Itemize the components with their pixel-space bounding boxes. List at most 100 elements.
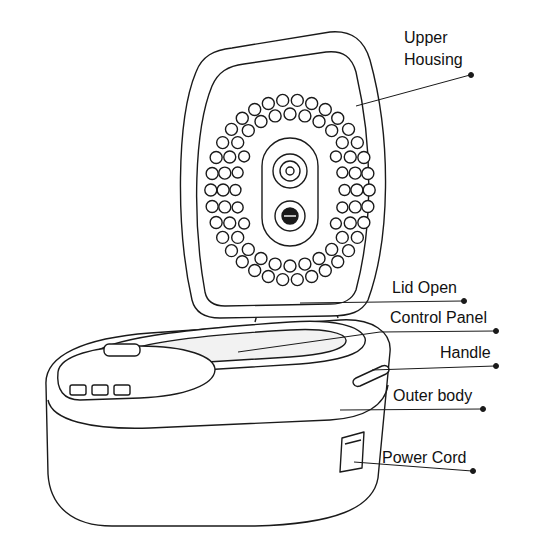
- steam-valve-core: [286, 167, 294, 175]
- steam-hole: [319, 265, 331, 277]
- steam-hole: [277, 274, 289, 286]
- steam-holes: [205, 94, 375, 285]
- steam-hole: [232, 231, 244, 243]
- steam-hole: [239, 218, 250, 229]
- steam-hole: [351, 184, 363, 196]
- part-label: Control Panel: [390, 307, 487, 329]
- steam-hole: [224, 151, 236, 163]
- steam-hole: [230, 185, 241, 196]
- part-label: Lid Open: [392, 277, 457, 299]
- steam-hole: [269, 258, 281, 270]
- steam-hole: [332, 256, 344, 268]
- valve-cap: [275, 201, 305, 231]
- steam-hole: [306, 97, 318, 109]
- steam-hole: [224, 217, 236, 229]
- steam-hole: [343, 245, 355, 257]
- socket-detail: [345, 440, 361, 444]
- handle: [353, 366, 389, 387]
- steam-hole: [351, 231, 363, 243]
- steam-hole: [232, 202, 243, 213]
- upper-housing: [180, 32, 385, 318]
- steam-hole: [232, 137, 244, 149]
- steam-hole: [219, 167, 231, 179]
- leader-dot: [494, 329, 499, 334]
- steam-hole: [205, 184, 217, 196]
- leader-dot: [469, 73, 474, 78]
- steam-hole: [349, 167, 361, 179]
- steam-hole: [313, 252, 325, 264]
- steam-hole: [299, 110, 311, 122]
- panel-button: [70, 385, 86, 395]
- leader-line: [300, 301, 463, 303]
- leader-line: [340, 409, 482, 410]
- steam-hole: [344, 151, 356, 163]
- power-cord-socket: [340, 432, 364, 472]
- steam-hole: [225, 123, 237, 135]
- steam-hole: [330, 218, 341, 229]
- steam-hole: [232, 167, 243, 178]
- steam-hole: [337, 167, 348, 178]
- steam-hole: [236, 112, 248, 124]
- steam-hole: [291, 94, 303, 106]
- steam-hole: [210, 217, 222, 229]
- steam-hole: [242, 243, 254, 255]
- steam-hole: [249, 103, 261, 115]
- valve-cap-inner: [282, 208, 298, 224]
- panel-button: [92, 385, 108, 395]
- steam-hole: [249, 265, 261, 277]
- steam-hole: [210, 151, 222, 163]
- steam-hole: [219, 201, 231, 213]
- steam-hole: [269, 110, 281, 122]
- leader-dot: [471, 469, 476, 474]
- steam-hole: [236, 256, 248, 268]
- steam-hole: [349, 201, 361, 213]
- steam-valve: [273, 154, 307, 188]
- steam-hole: [330, 151, 341, 162]
- steam-hole: [363, 184, 375, 196]
- steam-hole: [362, 201, 374, 213]
- steam-hole: [343, 123, 355, 135]
- center-panel: [262, 138, 318, 246]
- steam-hole: [339, 185, 350, 196]
- steam-hole: [336, 231, 348, 243]
- steam-hole: [336, 137, 348, 149]
- steam-hole: [206, 201, 218, 213]
- steam-hole: [291, 274, 303, 286]
- steam-hole: [255, 116, 267, 128]
- steam-hole: [206, 167, 218, 179]
- steam-hole: [362, 167, 374, 179]
- steam-hole: [255, 252, 267, 264]
- valve-cap-slot: [284, 215, 296, 216]
- leader-dot: [462, 299, 467, 304]
- steam-hole: [326, 125, 338, 137]
- steam-hole: [351, 137, 363, 149]
- steam-hole: [299, 258, 311, 270]
- steam-hole: [344, 217, 356, 229]
- outer-body: [46, 320, 390, 526]
- steam-hole: [358, 217, 370, 229]
- steam-hole: [306, 271, 318, 283]
- leader-dot: [481, 407, 486, 412]
- steam-hole: [262, 97, 274, 109]
- leader-lines: [238, 73, 499, 474]
- part-label: Handle: [440, 342, 491, 364]
- part-label: Outer body: [393, 385, 472, 407]
- body-contour: [48, 385, 388, 428]
- steam-hole: [262, 271, 274, 283]
- steam-hole: [337, 202, 348, 213]
- steam-hole: [239, 151, 250, 162]
- steam-hole: [358, 151, 370, 163]
- steam-hole: [217, 137, 229, 149]
- part-label: Power Cord: [382, 447, 466, 469]
- steam-hole: [217, 184, 229, 196]
- steam-hole: [225, 245, 237, 257]
- inner-lid: [197, 52, 369, 306]
- steam-hole: [284, 260, 296, 272]
- steam-hole: [242, 125, 254, 137]
- steam-valve-inner: [280, 161, 300, 181]
- lid-open-button: [104, 344, 140, 356]
- leader-line: [356, 75, 470, 106]
- steam-hole: [319, 103, 331, 115]
